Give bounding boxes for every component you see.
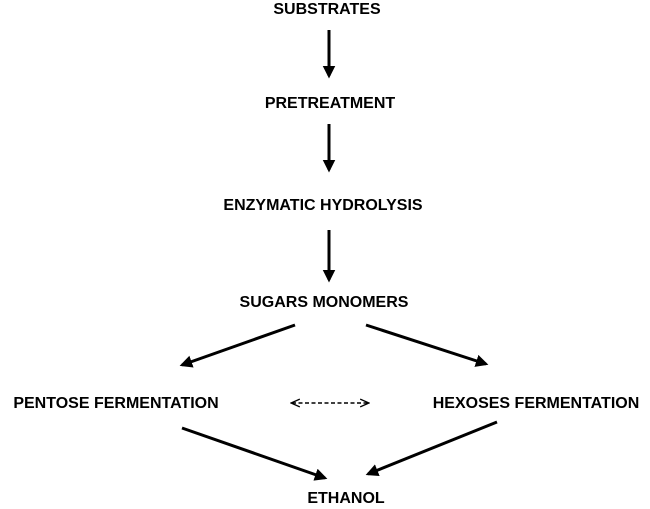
arrow-monomers-to-pentose [179,323,296,368]
node-sugars-monomers: SUGARS MONOMERS [239,294,409,311]
arrow-pentose-to-ethanol [181,426,328,481]
arrow-hexoses-to-ethanol [365,420,498,477]
node-pentose-fermentation: PENTOSE FERMENTATION [13,395,219,412]
node-ethanol: ETHANOL [307,490,385,507]
arrow-monomers-to-hexoses [365,323,489,367]
node-enzymatic-hydrolysis: ENZYMATIC HYDROLYSIS [223,197,423,214]
node-substrates: SUBSTRATES [273,1,381,18]
node-hexoses-fermentation: HEXOSES FERMENTATION [432,395,640,412]
node-pretreatment: PRETREATMENT [264,95,396,112]
